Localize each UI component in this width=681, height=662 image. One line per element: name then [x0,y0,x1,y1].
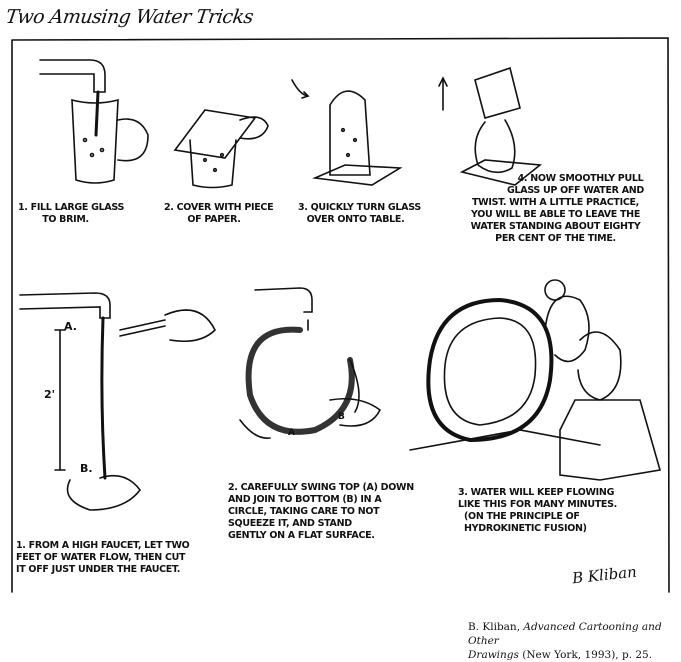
caption-line: 3. Water will keep flowing [458,487,615,498]
caption-line: you will be able to leave the [470,209,641,220]
caption-line: water standing about eighty [470,221,641,232]
step-2-caption: 2. Cover with piece of paper. [164,202,274,226]
caption-line: and join to bottom (B) in a [228,494,382,505]
step2-paper-glass [173,109,269,189]
citation-publication: (New York, 1993), p. 25. [522,649,653,661]
step3-inverted-glass [291,79,403,186]
caption-line: it off just under the faucet. [16,564,181,575]
caption-line: over onto table. [306,214,405,225]
bottom-step-1-caption: 1. From a high faucet, let two feet of w… [16,540,190,576]
caption-line: hydrokinetic fusion) [464,523,587,534]
step1-faucet-glass [39,59,149,184]
bottom-step2-loop [239,287,382,439]
caption-line: circle, taking care to not [228,506,380,517]
label-a-small: A [288,428,295,438]
caption-line: like this for many minutes. [458,499,617,510]
bottom-step3-water-ring-and-couple [409,279,662,481]
caption-line: gently on a flat surface. [228,530,375,541]
citation-book-title: Advanced Cartooning and Other [468,621,662,647]
caption-line: of paper. [187,214,241,225]
caption-line: 1. Fill large glass [18,202,125,213]
label-b: B. [80,462,93,475]
caption-line: (On the principle of [464,511,580,522]
citation-book-title-cont: Drawings [468,649,519,661]
panel-frame [11,37,670,593]
step-3-caption: 3. Quickly turn glass over onto table. [298,202,421,226]
bottom-step-3-caption: 3. Water will keep flowing like this for… [458,487,617,535]
caption-line: per cent of the time. [495,233,616,244]
step4-water-standing [438,66,543,186]
label-b-small: B [338,412,345,422]
citation-author: B. Kliban, [468,621,521,633]
caption-line: twist. With a little practice, [471,197,639,208]
caption-line: glass up off water and [507,185,644,196]
label-height: 2' [44,388,56,401]
caption-line: 3. Quickly turn glass [298,202,421,213]
caption-line: feet of water flow, then cut [16,552,186,563]
caption-line: 2. Cover with piece [164,202,274,213]
citation: B. Kliban, Advanced Cartooning and Other… [468,620,681,662]
caption-line: 1. From a high faucet, let two [16,540,190,551]
step-1-caption: 1. Fill large glass to brim. [18,202,125,226]
caption-line: 4. Now smoothly pull [517,173,644,184]
bottom-step1-faucet-cut [19,292,216,511]
step-4-caption: 4. Now smoothly pull glass up off water … [448,173,663,245]
caption-line: 2. Carefully swing top (A) down [228,482,414,493]
caption-line: squeeze it, and stand [228,518,352,529]
bottom-step-2-caption: 2. Carefully swing top (A) down and join… [228,482,414,542]
label-a: A. [64,320,77,333]
caption-line: to brim. [42,214,89,225]
